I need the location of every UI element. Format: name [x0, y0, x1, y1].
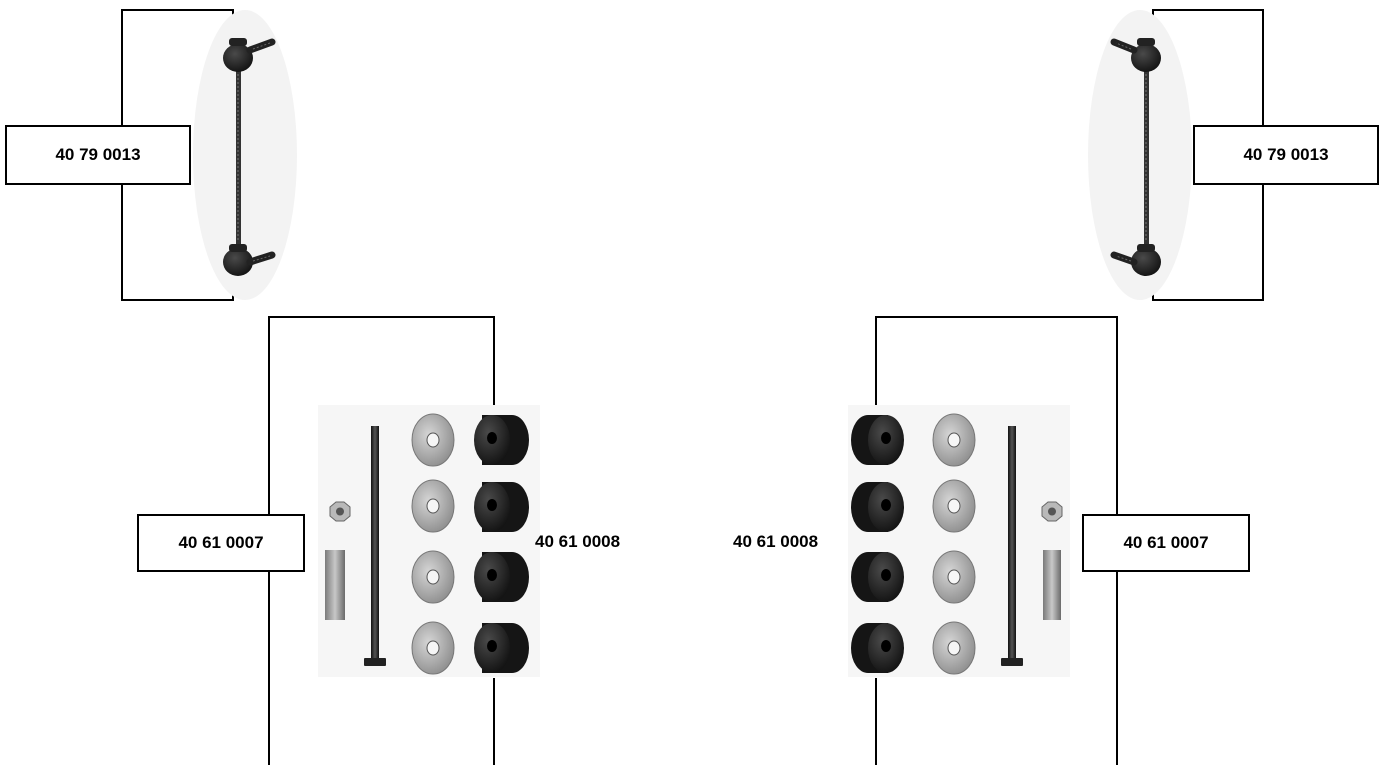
label-stabilizer-link-left: 40 79 0013	[5, 125, 191, 185]
bolt-right	[1008, 426, 1016, 662]
mounting-kit-left-image	[318, 405, 540, 677]
sleeve-right	[1043, 550, 1061, 620]
label-mounting-kit-right: 40 61 0007	[1082, 514, 1250, 572]
label-stabilizer-link-right: 40 79 0013	[1193, 125, 1379, 185]
stabilizer-link-right-image	[1088, 10, 1192, 300]
label-mounting-kit-left: 40 61 0007	[137, 514, 305, 572]
label-bushing-right: 40 61 0008	[733, 532, 818, 552]
sleeve-left	[325, 550, 345, 620]
mounting-kit-right-image	[848, 405, 1070, 677]
bolt-left	[371, 426, 379, 662]
stabilizer-link-left-image	[193, 10, 297, 300]
label-bushing-left: 40 61 0008	[535, 532, 620, 552]
